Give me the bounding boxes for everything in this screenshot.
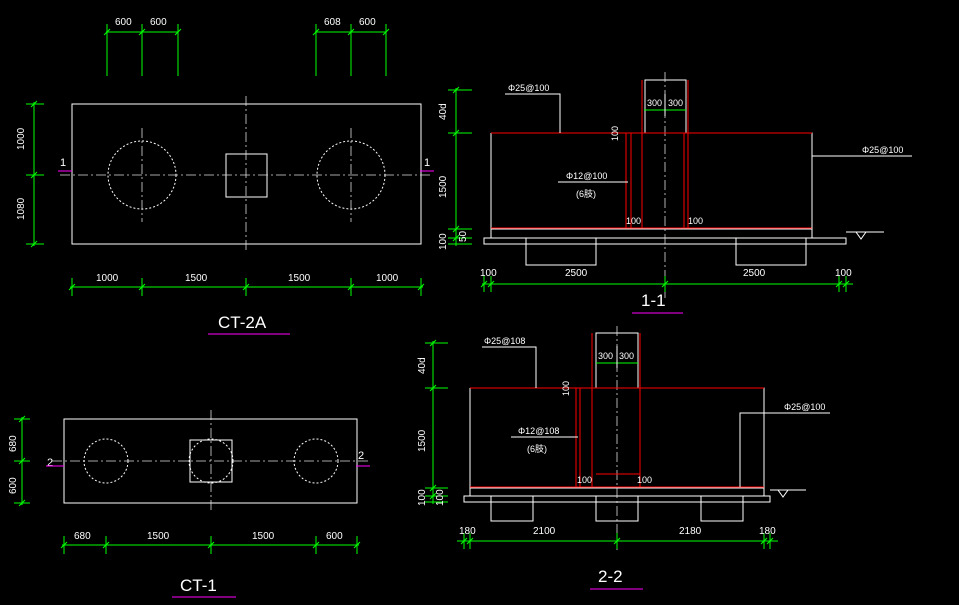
sec11-dim-bottom-1: 100: [480, 268, 497, 279]
ct2a-section-mark-right: 1: [424, 157, 430, 169]
ct2a-cap-outline: [71, 103, 422, 245]
sec22-dim-left-1: 40d: [417, 357, 428, 374]
sec11-pile-right: [735, 238, 807, 266]
sec11-dim-left-3: 100: [438, 233, 449, 250]
section-1-1: Φ25@100 Φ25@100 Φ12@100 (6肢) 300 300 100…: [438, 72, 912, 314]
sec22-dim-left-2: 1500: [417, 429, 428, 452]
sec11-dim-bottom-4: 100: [835, 268, 852, 279]
sec22-dim-left-4: 100: [435, 489, 446, 506]
ct2a-dim-top-2: 600: [150, 17, 167, 28]
sec22-inner-label-2: 100: [577, 475, 592, 485]
ct1-section-mark-left: 2: [47, 457, 53, 469]
sec11-bottom-dims: 100 2500 2500 100: [480, 268, 853, 292]
ct2a-dim-left-1: 1000: [16, 127, 27, 150]
sec22-stirrup-label: Φ12@108: [518, 426, 559, 436]
ct1-left-dims: 680 600: [8, 415, 30, 507]
sec11-stirrup-label: Φ12@100: [566, 171, 607, 181]
sec11-title: 1-1: [641, 291, 666, 310]
sec11-dim-bottom-2: 2500: [565, 268, 588, 279]
ct2a-title: CT-2A: [218, 313, 267, 332]
sec22-left-dims: 40d 1500 100 100: [417, 339, 448, 506]
ct2a-section-mark-left: 1: [60, 157, 66, 169]
sec22-stirrup-note: (6肢): [527, 443, 547, 454]
ct1-plan: 2 2 680 600 680 150: [8, 410, 370, 598]
ct2a-column: [225, 153, 268, 198]
sec11-inner-label-3: 100: [688, 216, 703, 226]
ct1-section-mark-right: 2: [358, 450, 364, 462]
ct2a-bottom-dims: 1000 1500 1500 1000: [68, 273, 425, 296]
sec11-col-dim-1: 300: [647, 98, 662, 108]
ct2a-left-dims: 1000 1080: [16, 100, 44, 248]
sec22-dim-bottom-3: 2180: [679, 526, 702, 537]
ct2a-top-dims: 600 600 608 600: [103, 17, 390, 76]
ct1-dim-bottom-4: 600: [326, 531, 343, 542]
sec22-pile-left: [490, 496, 534, 522]
ct2a-dim-left-2: 1080: [16, 197, 27, 220]
sec11-left-dims: 40d 1500 100 50: [438, 86, 472, 250]
ct1-dim-bottom-1: 680: [74, 531, 91, 542]
sec11-pile-left: [525, 238, 597, 266]
sec22-dim-left-3: 100: [417, 489, 428, 506]
sec11-top-rebar-label: Φ25@100: [508, 83, 549, 93]
sec22-dim-bottom-2: 2100: [533, 526, 556, 537]
ct2a-dim-bottom-3: 1500: [288, 273, 311, 284]
sec22-pile-right: [700, 496, 744, 522]
ct1-dim-bottom-3: 1500: [252, 531, 275, 542]
sec22-inner-label-1: 100: [561, 381, 571, 396]
section-2-2: Φ25@108 Φ25@100 Φ12@108 (6肢) 300 300 100…: [417, 326, 830, 590]
ct1-cap-outline: [63, 418, 358, 504]
ct2a-dim-top-4: 600: [359, 17, 376, 28]
ct2a-dim-bottom-2: 1500: [185, 273, 208, 284]
ct1-dim-left-2: 600: [8, 477, 19, 494]
sec11-inner-label-2: 100: [626, 216, 641, 226]
sec22-top-rebar-label: Φ25@108: [484, 336, 525, 346]
ct2a-plan: 1 1 600 600 608 600: [16, 17, 434, 335]
sec11-dim-left-4: 50: [458, 230, 469, 242]
sec22-title: 2-2: [598, 567, 623, 586]
ct2a-dim-bottom-4: 1000: [376, 273, 399, 284]
sec11-stirrup-note: (6肢): [576, 188, 596, 199]
ct1-title: CT-1: [180, 576, 217, 595]
ct1-dim-left-1: 680: [8, 435, 19, 452]
sec22-dim-bottom-4: 180: [759, 526, 776, 537]
sec22-col-dim-1: 300: [598, 351, 613, 361]
sec11-dim-bottom-3: 2500: [743, 268, 766, 279]
sec11-side-rebar-label: Φ25@100: [862, 145, 903, 155]
ct2a-dim-top-1: 600: [115, 17, 132, 28]
sec11-inner-label-1: 100: [610, 126, 620, 141]
sec22-bottom-dims: 180 2100 2180 180: [457, 526, 778, 549]
sec22-col-dim-2: 300: [619, 351, 634, 361]
ct1-dim-bottom-2: 1500: [147, 531, 170, 542]
sec11-col-dim-2: 300: [668, 98, 683, 108]
sec22-inner-label-3: 100: [637, 475, 652, 485]
sec11-dim-left-2: 1500: [438, 175, 449, 198]
sec22-side-rebar-label: Φ25@100: [784, 402, 825, 412]
sec11-dim-left-1: 40d: [438, 103, 449, 120]
ct2a-dim-bottom-1: 1000: [96, 273, 119, 284]
sec22-dim-bottom-1: 180: [459, 526, 476, 537]
ct2a-dim-top-3: 608: [324, 17, 341, 28]
ct1-bottom-dims: 680 1500 1500 600: [60, 531, 361, 554]
